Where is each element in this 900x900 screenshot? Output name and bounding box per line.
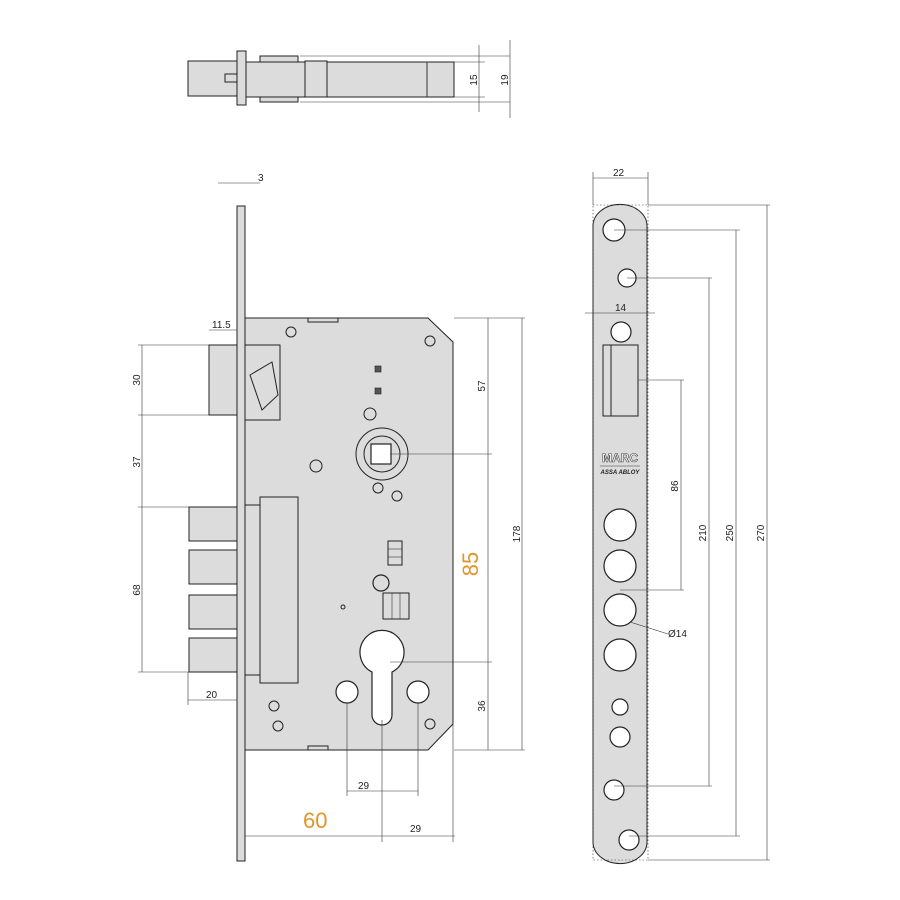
dim-37: 37 bbox=[132, 456, 143, 468]
dim-178: 178 bbox=[512, 525, 523, 542]
dim-3: 3 bbox=[258, 173, 264, 184]
dim-11-5: 11.5 bbox=[212, 320, 231, 331]
dim-20: 20 bbox=[206, 690, 218, 701]
dim-19: 19 bbox=[500, 74, 511, 86]
dim-29-edge: 29 bbox=[410, 824, 422, 835]
brand-logo: MARC bbox=[602, 451, 638, 465]
dim-250: 250 bbox=[725, 524, 736, 541]
dim-60-backset: 60 bbox=[303, 808, 327, 833]
dim-15: 15 bbox=[469, 74, 480, 86]
brand-subtitle: ASSA ABLOY bbox=[600, 470, 641, 476]
dim-270: 270 bbox=[756, 524, 767, 541]
dim-86: 86 bbox=[670, 480, 681, 492]
dim-22: 22 bbox=[613, 168, 625, 179]
dim-210: 210 bbox=[698, 524, 709, 541]
dim-85-backset: 85 bbox=[458, 552, 483, 576]
side-view: 3 11.5 30 37 68 20 57 178 36 85 60 29 29 bbox=[132, 173, 525, 862]
dim-36: 36 bbox=[477, 700, 488, 712]
dim-30: 30 bbox=[132, 374, 143, 386]
dim-diameter-14: Ø14 bbox=[668, 629, 687, 640]
top-view: 15 19 bbox=[187, 40, 511, 118]
dim-29-cylinder: 29 bbox=[358, 781, 370, 792]
front-view: MARC ASSA ABLOY 22 14 86 210 250 270 Ø14 bbox=[585, 168, 770, 865]
dim-57: 57 bbox=[477, 380, 488, 392]
dim-14-latch: 14 bbox=[615, 303, 627, 314]
dim-68: 68 bbox=[132, 584, 143, 596]
